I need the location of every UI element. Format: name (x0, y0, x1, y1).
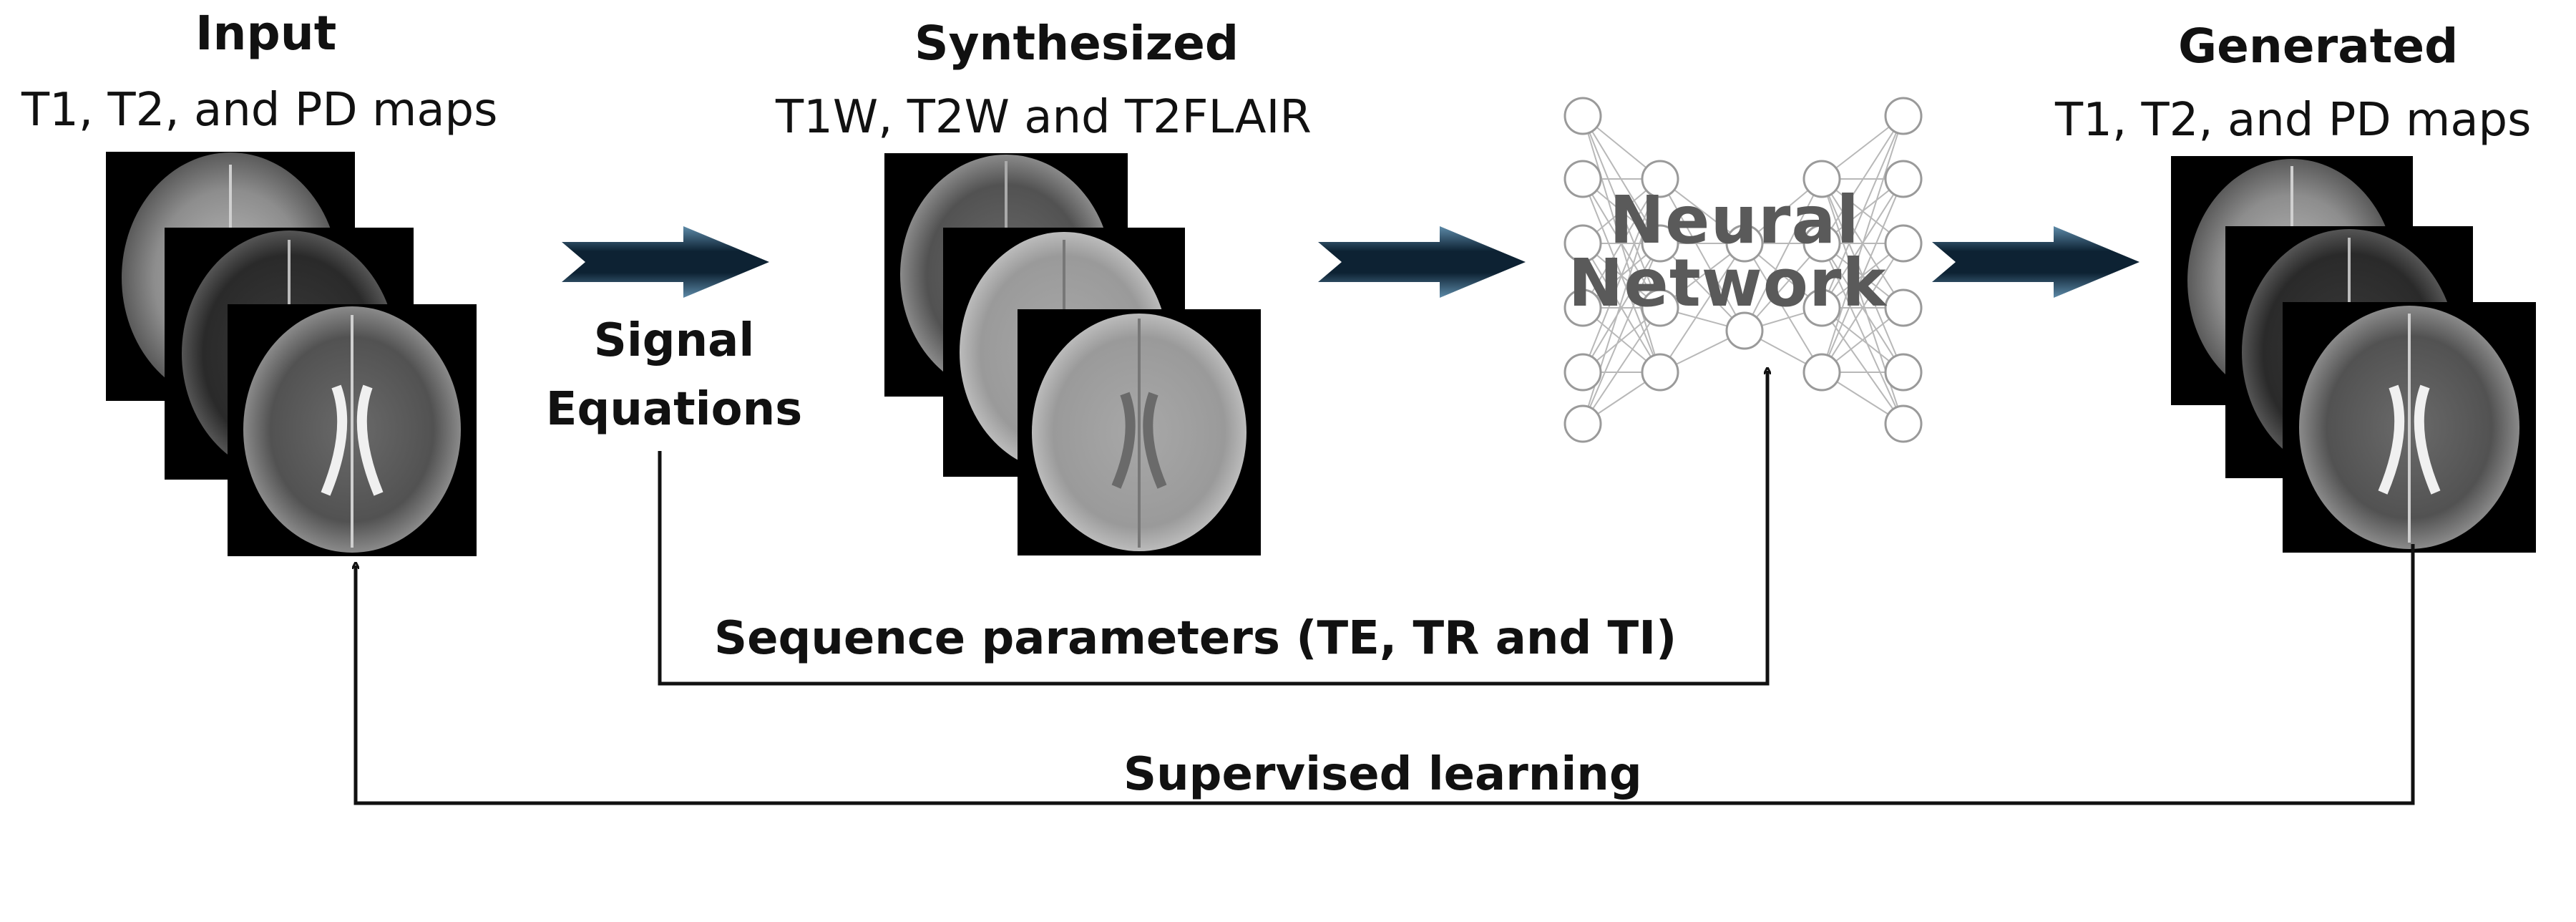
network-node (1802, 353, 1841, 392)
synthesized-image-stack (884, 153, 1261, 555)
supervised-learning-connector (356, 544, 2415, 805)
synthesized-t2flair-image (1018, 309, 1261, 555)
network-node (1641, 353, 1679, 392)
input-pd-map-image (228, 304, 477, 556)
network-node (1884, 404, 1923, 443)
network-node (1802, 160, 1841, 198)
network-edge (1582, 243, 1661, 424)
network-node (1725, 311, 1764, 350)
arrow-synthesized-to-network (1318, 226, 1526, 298)
arrow-network-to-generated (1932, 226, 2140, 298)
network-edge (1821, 178, 1904, 373)
network-node (1884, 160, 1923, 198)
input-image-stack (106, 152, 477, 556)
network-node (1884, 353, 1923, 392)
generated-subtitle: T1, T2, and PD maps (2055, 94, 2532, 147)
synthesized-title: Synthesized (914, 16, 1239, 71)
network-edge (1582, 178, 1661, 373)
network-node (1563, 160, 1602, 198)
network-edge (1821, 115, 1904, 373)
network-edge (1582, 243, 1661, 373)
network-edge (1582, 307, 1661, 424)
network-node (1563, 97, 1602, 135)
synthesized-subtitle: T1W, T2W and T2FLAIR (776, 91, 1312, 144)
network-node (1884, 97, 1923, 135)
network-node (1563, 404, 1602, 443)
network-edge (1659, 178, 1745, 331)
network-edge (1744, 243, 1823, 373)
network-node (1884, 288, 1923, 327)
network-edge (1744, 178, 1823, 331)
neural-network-line1: Neural (1609, 182, 1860, 258)
sequence-parameters-connector (658, 371, 1767, 686)
sequence-parameters-label: Sequence parameters (TE, TR and TI) (714, 612, 1677, 665)
generated-image-stack (2171, 156, 2536, 553)
input-title: Input (195, 6, 337, 61)
input-subtitle: T1, T2, and PD maps (21, 84, 498, 137)
network-edge (1821, 307, 1904, 424)
signal-equations-line1: Signal (593, 314, 755, 367)
network-edge (1582, 178, 1661, 309)
neural-network-nodes (1563, 97, 1923, 443)
network-edge (1821, 243, 1904, 424)
signal-equations-line2: Equations (545, 383, 803, 436)
generated-pd-map-image (2283, 302, 2536, 553)
neural-network-line2: Network (1568, 245, 1887, 321)
network-edge (1821, 115, 1904, 244)
network-node (1641, 160, 1679, 198)
arrow-input-to-signal-equations (562, 226, 769, 298)
network-edge (1659, 243, 1745, 331)
network-node (1563, 353, 1602, 392)
network-edge (1659, 243, 1745, 373)
supervised-learning-label: Supervised learning (1123, 748, 1642, 801)
network-node (1563, 288, 1602, 327)
network-node (1641, 288, 1679, 327)
network-node (1725, 224, 1764, 263)
generated-title: Generated (2178, 19, 2459, 74)
network-node (1802, 288, 1841, 327)
network-node (1563, 224, 1602, 263)
network-edge (1744, 243, 1823, 331)
network-node (1884, 224, 1923, 263)
network-node (1641, 224, 1679, 263)
network-edge (1821, 243, 1904, 373)
network-edge (1821, 115, 1904, 309)
network-node (1802, 224, 1841, 263)
